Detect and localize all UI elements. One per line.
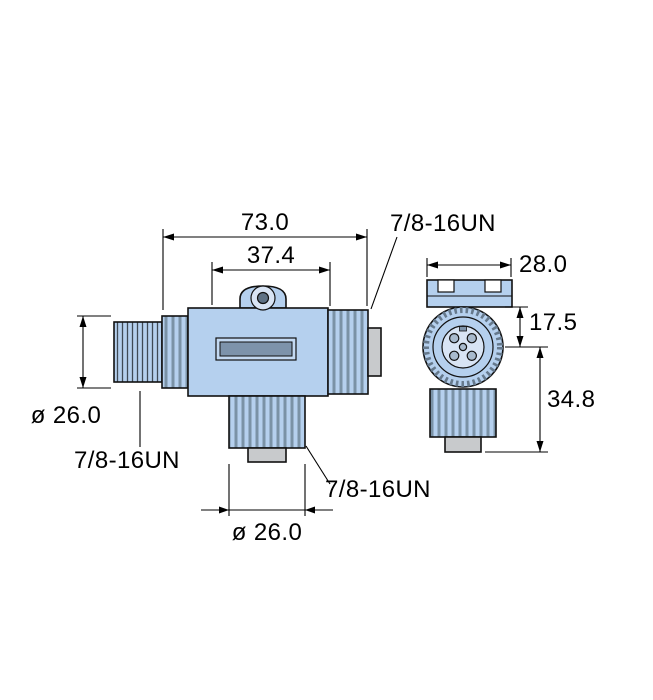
end-view-bottom-end bbox=[444, 436, 482, 453]
left-connector-thread bbox=[113, 321, 163, 383]
end-view-bottom-nut bbox=[429, 388, 497, 438]
arrowhead bbox=[305, 506, 315, 514]
side-view bbox=[113, 285, 382, 463]
keyway-notch bbox=[459, 326, 467, 332]
dim-label-bottom-height: 34.8 bbox=[547, 386, 595, 413]
dim-center-offset: 17.5 bbox=[505, 306, 577, 348]
thread-label-top-right: 7/8-16UN bbox=[370, 210, 496, 310]
thread-label: 7/8-16UN bbox=[325, 476, 431, 503]
pin bbox=[449, 350, 460, 361]
coupling-ring-knurl bbox=[423, 307, 503, 387]
dim-label-overall: 73.0 bbox=[241, 209, 289, 236]
dim-bottom-diameter: ø 26.0 bbox=[201, 464, 333, 546]
dim-left-diameter: ø 26.0 bbox=[31, 315, 111, 429]
dim-body-length: 37.4 bbox=[211, 242, 331, 306]
right-connector-end bbox=[367, 327, 382, 377]
thread-label-left: 7/8-16UN bbox=[74, 391, 180, 474]
bottom-coupling-nut bbox=[228, 395, 306, 449]
thread-label-bottom: 7/8-16UN bbox=[305, 445, 431, 503]
dim-label-body: 37.4 bbox=[247, 242, 295, 269]
dim-label-bracket-width: 28.0 bbox=[519, 251, 567, 278]
pin bbox=[449, 333, 460, 344]
leader-line bbox=[305, 445, 331, 485]
pin bbox=[466, 350, 477, 361]
dim-label-center-offset: 17.5 bbox=[529, 309, 577, 336]
dim-bracket-width: 28.0 bbox=[426, 251, 567, 278]
thread-label: 7/8-16UN bbox=[74, 447, 180, 474]
dim-label-left-diameter: ø 26.0 bbox=[31, 402, 101, 429]
end-view bbox=[422, 279, 513, 453]
dim-label-bottom-diameter: ø 26.0 bbox=[232, 519, 302, 546]
mounting-hole bbox=[256, 291, 270, 305]
leader-line bbox=[370, 236, 398, 310]
label-recess-slot bbox=[219, 341, 293, 357]
pin-center bbox=[458, 342, 468, 352]
right-coupling-nut bbox=[327, 309, 369, 395]
thread-label: 7/8-16UN bbox=[390, 210, 496, 237]
pin bbox=[466, 333, 477, 344]
bottom-connector-end bbox=[247, 447, 287, 463]
dim-overall-length: 73.0 bbox=[162, 209, 368, 310]
bracket-slot-right bbox=[484, 279, 502, 293]
bracket-slot-left bbox=[437, 279, 455, 293]
left-connector-flange bbox=[161, 315, 189, 389]
arrowhead bbox=[219, 506, 229, 514]
dim-bottom-height: 34.8 bbox=[485, 347, 595, 453]
